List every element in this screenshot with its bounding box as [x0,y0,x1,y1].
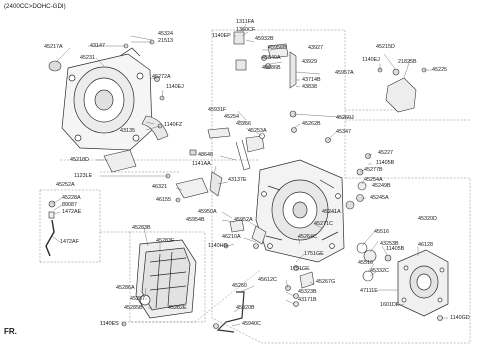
callout-43714B: 43714B [302,77,321,83]
callout-45516-top: 45516 [374,229,389,235]
callout-1140ES: 1140ES [100,321,119,327]
clutch-housing [61,47,153,151]
callout-1751GE-upper: 1751GE [304,251,324,257]
callout-45217A: 45217A [44,44,63,50]
callout-45686B: 45686B [262,65,281,71]
callout-45260: 45260 [232,283,247,289]
front-direction-label: FR. [4,327,17,336]
callout-46155: 46155 [156,197,171,203]
callout-1311FA: 1311FA [236,19,255,25]
callout-45950A: 45950A [198,209,217,215]
callout-1360CF: 1360CF [236,27,256,33]
callout-45612C: 45612C [258,277,277,283]
callout-45262B: 45262B [302,121,321,127]
callout-43171B: 43171B [298,297,317,303]
callout-45957A: 45957A [335,70,354,76]
callout-46128: 46128 [418,242,433,248]
transmission-case [255,159,345,263]
callout-45254: 45254 [224,114,239,120]
callout-45228A: 45228A [62,195,81,201]
callout-45245A: 45245A [370,195,389,201]
callout-45940C: 45940C [242,321,261,327]
oil-seal [48,60,62,72]
callout-21825B: 21825B [398,59,417,65]
callout-1751GE-lower: 1751GE [290,266,310,272]
callout-45952A: 45952A [234,217,253,223]
callout-45920B: 45920B [236,305,255,311]
callout-11405B-top: 11405B [376,160,395,166]
engine-spec-header: (2400CC>DOHC-GDI) [4,3,66,10]
callout-47111E: 47111E [360,288,378,294]
callout-11405B-right: 11405B [386,246,405,252]
callout-43137E: 43137E [228,177,247,183]
callout-43147: 43147 [90,43,105,49]
callout-45225: 45225 [432,67,447,73]
callout-45320D: 45320D [418,216,437,222]
callout-89087: 89087 [62,202,77,208]
callout-45215D: 45215D [376,44,395,50]
callout-1140HG: 1140HG [208,243,228,249]
callout-45267G: 45267G [316,279,336,285]
callout-45253A: 45253A [248,128,267,134]
callout-45956B: 45956B [268,45,287,51]
callout-45324: 45324 [158,31,173,37]
callout-45286A: 45286A [116,285,135,291]
callout-45218D: 45218D [70,157,89,163]
callout-1123LE: 1123LE [74,173,93,179]
callout-45285B: 45285B [124,305,143,311]
callout-43927: 43927 [308,45,323,51]
callout-1140EJ-right: 1140EJ [362,57,380,63]
callout-45272A: 45272A [152,74,171,80]
callout-1472AE: 1472AE [62,209,82,215]
callout-43838: 43838 [302,84,317,90]
callout-45347: 45347 [336,129,351,135]
callout-43253B: 43253B [380,241,399,247]
callout-45264C: 45264C [298,234,317,240]
callout-1140GD: 1140GD [450,315,470,321]
callout-45249B: 45249B [372,183,391,189]
callout-45323B: 45323B [298,289,317,295]
callout-45282E: 45282E [168,305,187,311]
callout-45252A: 45252A [56,182,75,188]
callout-45287: 45287 [130,296,145,302]
callout-45277B: 45277B [364,167,383,173]
callout-21513: 21513 [158,38,173,44]
callout-45271C: 45271C [314,221,333,227]
callout-1140FZ: 1140FZ [164,122,183,128]
callout-1601DF: 1601DF [380,302,400,308]
callout-45241A: 45241A [322,209,341,215]
callout-1140EP: 1140EP [212,33,231,39]
callout-45231: 45231 [80,55,95,61]
callout-43929: 43929 [302,59,317,65]
callout-45932B: 45932B [255,36,274,42]
callout-45840A: 45840A [262,55,281,61]
callout-48648: 48648 [198,152,213,158]
callout-45332C: 45332C [370,268,389,274]
callout-45283F: 45283F [156,238,175,244]
callout-45931F: 45931F [208,107,227,113]
callout-45227: 45227 [378,150,393,156]
valve-body [135,239,197,319]
callout-45256: 45256 [236,121,251,127]
callout-46321: 46321 [152,184,167,190]
callout-45283B: 45283B [132,225,151,231]
callout-43135: 43135 [120,128,135,134]
callout-45260J: 45260J [336,115,354,121]
callout-45954B: 45954B [186,217,205,223]
callout-1140EJ-left: 1140EJ [166,84,184,90]
callout-45516-bottom: 45516 [358,260,373,266]
callout-46210A: 46210A [222,234,241,240]
callout-1141AA: 1141AA [192,161,211,167]
transfer-cover [397,249,449,317]
callout-45254A: 45254A [364,177,383,183]
callout-1472AF: 1472AF [60,239,79,245]
